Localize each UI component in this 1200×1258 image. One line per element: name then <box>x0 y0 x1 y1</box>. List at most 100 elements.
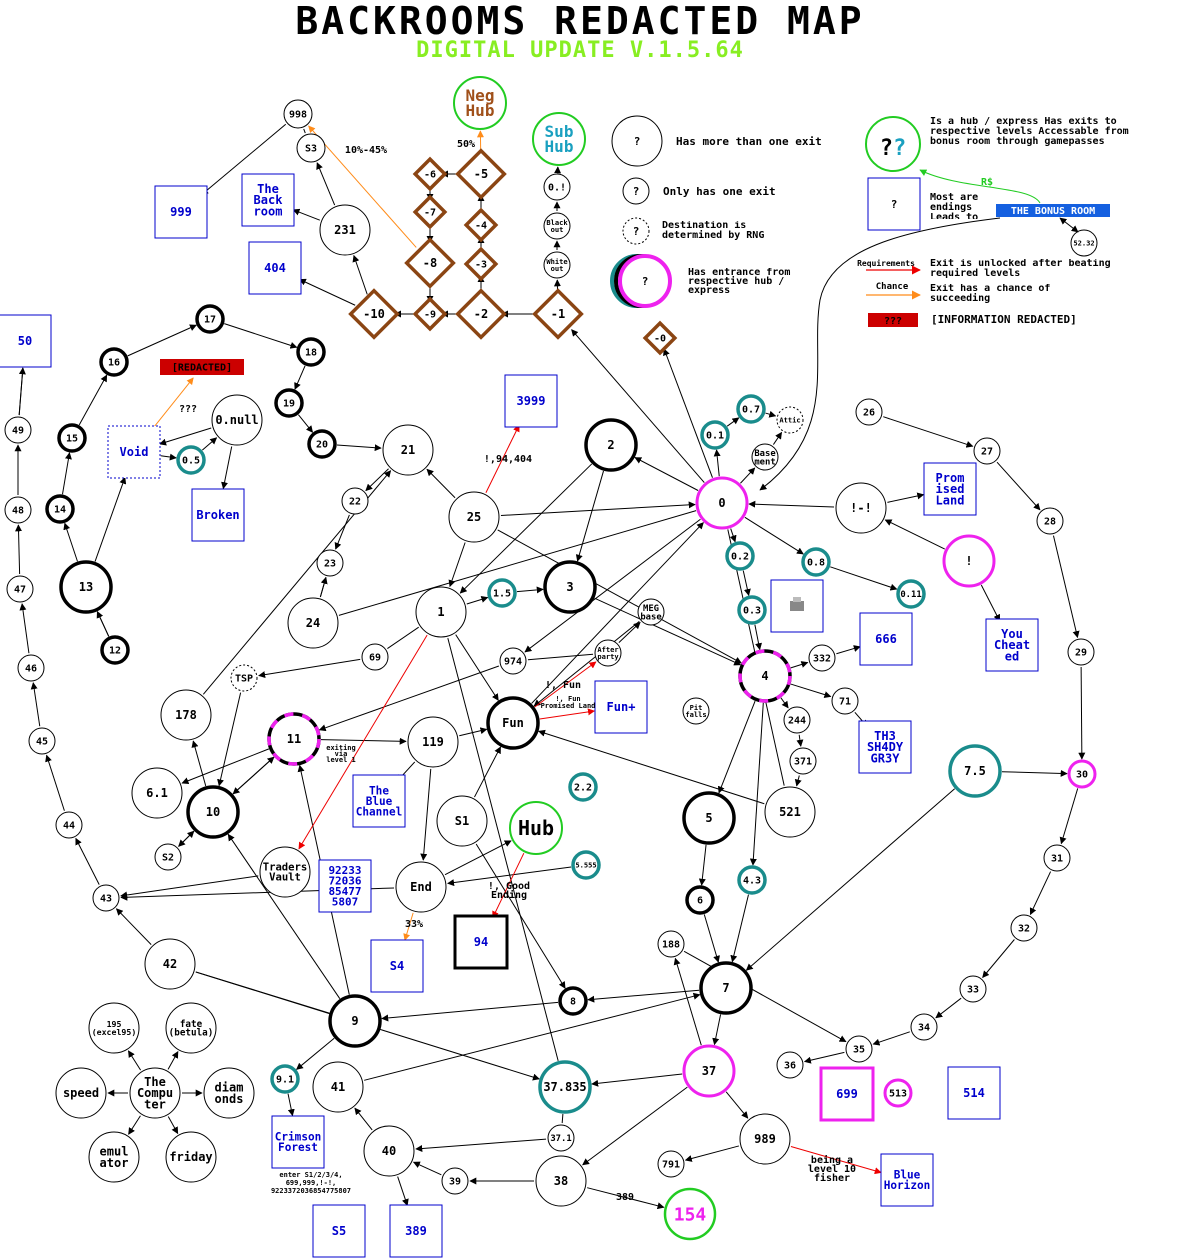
node-n974[interactable]: 974 <box>499 647 527 675</box>
node-nd8[interactable]: -8 <box>404 237 456 289</box>
node-n47[interactable]: 47 <box>6 575 34 603</box>
node-n332[interactable]: 332 <box>808 644 836 672</box>
node-n03[interactable]: 0.3 <box>737 595 767 625</box>
node-n61[interactable]: 6.1 <box>131 767 183 819</box>
node-nexcl[interactable]: ! <box>942 534 996 588</box>
node-ns2[interactable]: S2 <box>154 843 182 871</box>
node-n666[interactable]: 666 <box>859 612 913 666</box>
node-n404[interactable]: 404 <box>248 241 302 295</box>
node-ns5[interactable]: S5 <box>312 1204 366 1258</box>
node-n28[interactable]: 28 <box>1036 507 1064 535</box>
node-n50[interactable]: 50 <box>0 314 52 368</box>
node-n30[interactable]: 30 <box>1067 759 1097 789</box>
node-n23[interactable]: 23 <box>316 549 344 577</box>
node-nprinter[interactable] <box>770 579 824 633</box>
node-n119[interactable]: 119 <box>407 716 459 768</box>
node-n91[interactable]: 9.1 <box>270 1064 300 1094</box>
node-n699[interactable]: 699 <box>819 1066 875 1122</box>
node-n44[interactable]: 44 <box>55 811 83 839</box>
node-n8[interactable]: 8 <box>558 986 588 1016</box>
node-n15b[interactable]: 1.5 <box>487 578 517 608</box>
node-nnull[interactable]: 0.null <box>211 394 263 446</box>
node-ns1[interactable]: S1 <box>436 795 488 847</box>
node-ntsp[interactable]: TSP <box>230 664 258 692</box>
node-nend[interactable]: End <box>395 861 447 913</box>
node-n75[interactable]: 7.5 <box>948 744 1002 798</box>
node-nd5[interactable]: -5 <box>455 148 507 200</box>
node-nd7[interactable]: -7 <box>412 194 448 230</box>
node-n22[interactable]: 22 <box>341 487 369 515</box>
node-n5555[interactable]: 5.555 <box>571 850 601 880</box>
node-nofx[interactable]: 0.! <box>543 173 571 201</box>
node-n6[interactable]: 6 <box>685 885 715 915</box>
node-n15[interactable]: 15 <box>57 423 87 453</box>
node-n154[interactable]: 154 <box>663 1187 717 1241</box>
node-n43[interactable]: 43 <box>92 884 120 912</box>
node-n40[interactable]: 40 <box>363 1125 415 1177</box>
node-nfun[interactable]: Fun <box>486 696 540 750</box>
node-n521[interactable]: 521 <box>764 786 816 838</box>
node-n9[interactable]: 9 <box>328 994 382 1048</box>
node-n25[interactable]: 25 <box>448 491 500 543</box>
node-n94[interactable]: 94 <box>453 914 509 970</box>
node-n14[interactable]: 14 <box>45 494 75 524</box>
node-nd10[interactable]: -10 <box>348 288 400 340</box>
node-nspeed[interactable]: speed <box>55 1067 107 1119</box>
node-n39[interactable]: 39 <box>441 1167 469 1195</box>
node-n16[interactable]: 16 <box>99 347 129 377</box>
node-n231[interactable]: 231 <box>319 204 371 256</box>
node-n12[interactable]: 12 <box>100 635 130 665</box>
node-n29[interactable]: 29 <box>1067 638 1095 666</box>
node-n514[interactable]: 514 <box>947 1066 1001 1120</box>
node-n27[interactable]: 27 <box>973 437 1001 465</box>
node-nd1[interactable]: -1 <box>532 288 584 340</box>
node-n36[interactable]: 36 <box>776 1051 804 1079</box>
node-n33[interactable]: 33 <box>959 975 987 1003</box>
node-n371[interactable]: 371 <box>789 747 817 775</box>
node-n41[interactable]: 41 <box>312 1061 364 1113</box>
node-nd0[interactable]: -0 <box>642 320 678 356</box>
node-nhub[interactable]: Hub <box>509 801 563 855</box>
node-n17[interactable]: 17 <box>195 304 225 334</box>
node-nbang[interactable]: !-! <box>835 482 887 534</box>
node-n3b[interactable]: 3 <box>543 560 597 614</box>
node-n3[interactable]: S3 <box>296 133 326 163</box>
node-nbroken[interactable]: Broken <box>191 488 245 542</box>
node-n3999[interactable]: 3999 <box>504 374 558 428</box>
node-n71[interactable]: 71 <box>831 687 859 715</box>
node-n3785[interactable]: 37.835 <box>538 1060 592 1114</box>
node-n38[interactable]: 38 <box>535 1155 587 1207</box>
node-n011[interactable]: 0.11 <box>896 579 926 609</box>
node-n49[interactable]: 49 <box>4 416 32 444</box>
node-n10[interactable]: 10 <box>186 785 240 839</box>
node-nredact[interactable]: [REDACTED] <box>160 359 244 375</box>
node-n19[interactable]: 19 <box>274 388 304 418</box>
node-n08[interactable]: 0.8 <box>801 547 831 577</box>
node-n46[interactable]: 46 <box>17 654 45 682</box>
node-n35[interactable]: 35 <box>845 1035 873 1063</box>
node-n26[interactable]: 26 <box>855 398 883 426</box>
node-n513[interactable]: 513 <box>883 1078 913 1108</box>
node-n1[interactable]: 1 <box>415 586 467 638</box>
node-n11[interactable]: 11 <box>267 712 321 766</box>
node-ns4[interactable]: S4 <box>370 939 424 993</box>
node-nfate[interactable]: fate(betula) <box>165 1002 217 1054</box>
node-n20[interactable]: 20 <box>307 429 337 459</box>
node-n31[interactable]: 31 <box>1043 844 1071 872</box>
node-n998[interactable]: 998 <box>283 99 313 129</box>
node-n13[interactable]: 13 <box>59 560 113 614</box>
node-n188[interactable]: 188 <box>657 930 685 958</box>
node-n45[interactable]: 45 <box>28 727 56 755</box>
node-n791[interactable]: 791 <box>657 1150 685 1178</box>
node-nvoid[interactable]: Void <box>107 425 161 479</box>
